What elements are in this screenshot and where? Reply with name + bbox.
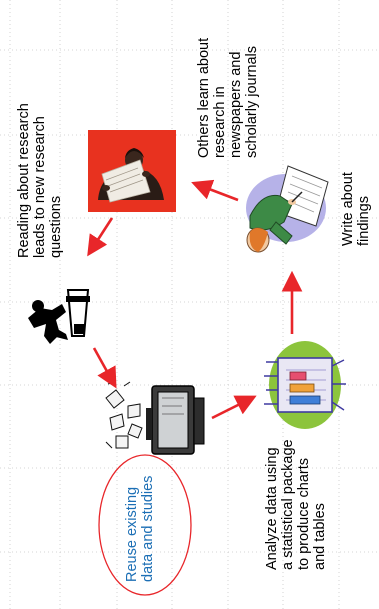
arrow-computer-to-chart (212, 398, 252, 418)
arrow-writer-to-reading (196, 184, 238, 200)
arrow-lectern-to-computer (94, 348, 114, 384)
arrow-reading-to-lectern (90, 218, 112, 252)
